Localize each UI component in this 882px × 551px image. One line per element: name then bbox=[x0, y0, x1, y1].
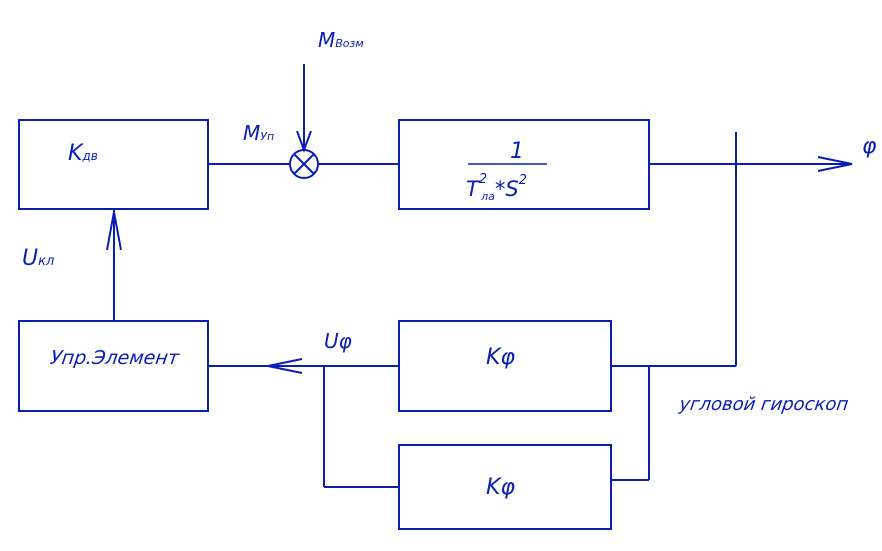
output-arrowhead bbox=[817, 156, 853, 172]
label-kphi-bottom: Kφ bbox=[486, 475, 515, 500]
label-kphi-top: Kφ bbox=[486, 345, 515, 370]
label-m-vozm: MВозм bbox=[318, 28, 364, 52]
label-kdv: Kдв bbox=[68, 141, 98, 166]
label-u-kl: Uкл bbox=[22, 246, 54, 271]
summing-junction-cross-2 bbox=[293, 153, 315, 175]
label-u-phi: Uφ bbox=[324, 329, 352, 353]
label-output-phi: φ bbox=[862, 134, 877, 159]
block-kdv bbox=[18, 119, 209, 210]
label-transfer-numerator: 1 bbox=[510, 139, 524, 164]
kdv-input-arrowhead bbox=[106, 211, 122, 251]
label-angular-gyroscope: угловой гироскоп bbox=[677, 394, 850, 415]
label-m-up: MУп bbox=[243, 121, 274, 145]
disturbance-arrowhead bbox=[296, 130, 312, 153]
control-input-arrowhead bbox=[267, 358, 303, 374]
label-control-element: Упр.Элемент bbox=[49, 346, 182, 369]
